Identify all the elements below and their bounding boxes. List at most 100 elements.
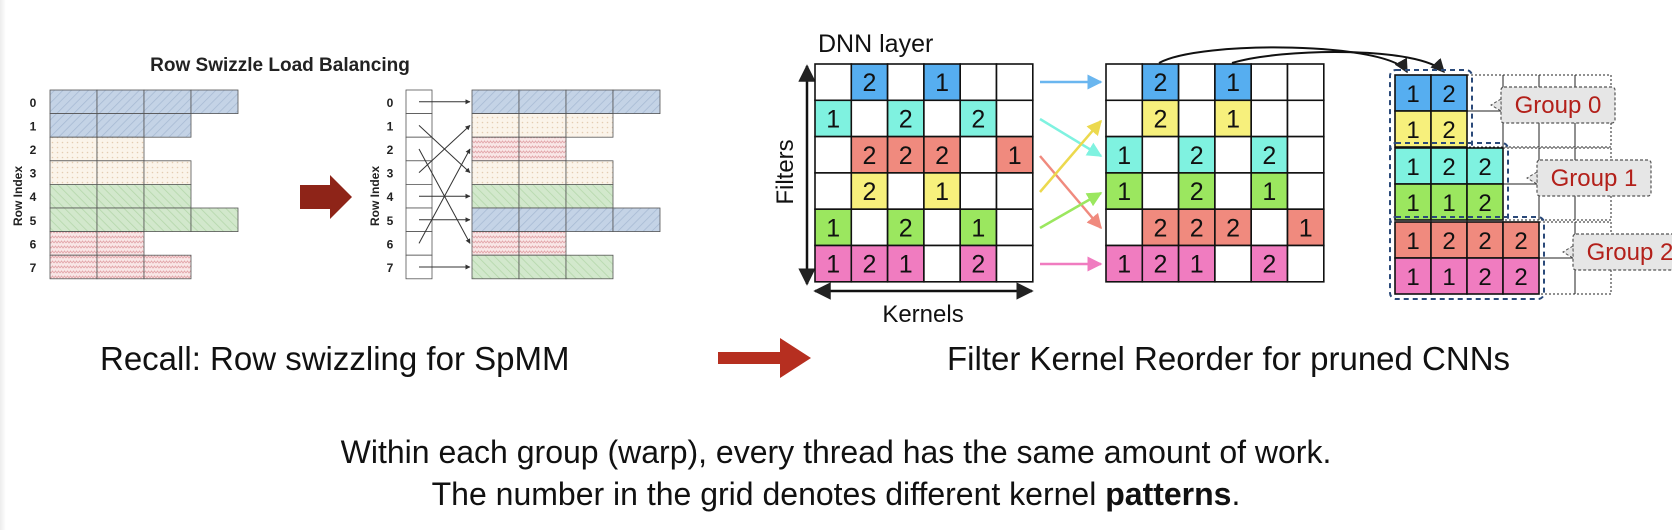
group-pattern-number: 1 <box>1406 154 1419 181</box>
pattern-number: 2 <box>1190 142 1204 170</box>
nnz-cell <box>518 89 567 115</box>
nnz-cell <box>471 113 520 138</box>
matrix-cell <box>1105 99 1144 138</box>
nnz-cell <box>143 113 192 138</box>
nnz-cell <box>143 160 192 185</box>
group-label-box <box>1536 159 1652 197</box>
pattern-number: 1 <box>935 69 949 97</box>
pattern-number: 1 <box>1226 105 1240 133</box>
nnz-cell <box>518 231 567 256</box>
row-index-label: 6 <box>30 237 37 251</box>
group-label-pointer <box>1526 171 1538 185</box>
group-label-pointer <box>1562 245 1574 259</box>
matrix-cell <box>850 135 889 174</box>
nnz-cell <box>96 136 145 162</box>
nnz-cell <box>96 231 145 256</box>
left-caption: Recall: Row swizzling for SpMM <box>100 340 570 377</box>
pattern-number: 1 <box>971 214 985 242</box>
dnn-layer-title: DNN layer <box>818 30 933 58</box>
right-caption: Filter Kernel Reorder for pruned CNNs <box>947 340 1511 377</box>
filters-axis-label: Filters <box>772 139 799 204</box>
group-cell <box>1466 183 1504 221</box>
row-index-axis-label-right: Row Index <box>368 166 382 226</box>
group-pattern-number: 2 <box>1478 264 1491 291</box>
nnz-cell <box>471 136 520 162</box>
group-pattern-number: 2 <box>1514 264 1527 291</box>
pattern-number: 1 <box>1299 214 1313 242</box>
group-label: Group 2 <box>1587 239 1672 266</box>
matrix-cell <box>1214 135 1253 174</box>
matrix-cell <box>886 99 925 138</box>
pattern-number: 2 <box>1153 69 1167 97</box>
explanation-line-2: The number in the grid denotes different… <box>0 476 1672 513</box>
transform-arrow-large <box>718 338 811 378</box>
matrix-cell <box>1250 99 1289 138</box>
nnz-cell <box>143 207 192 233</box>
pattern-number: 2 <box>971 251 985 279</box>
pattern-number: 2 <box>1262 251 1276 279</box>
group-pattern-number: 2 <box>1514 228 1527 255</box>
nnz-cell <box>96 254 145 280</box>
matrix-cell <box>995 172 1034 210</box>
matrix-cell <box>959 99 998 138</box>
matrix-cell <box>850 244 889 283</box>
matrix-cell <box>850 99 889 138</box>
group-cell <box>1430 110 1468 148</box>
pattern-number: 2 <box>862 69 876 97</box>
matrix-cell <box>814 63 853 102</box>
nnz-cell <box>471 231 520 256</box>
nnz-cell <box>565 183 614 209</box>
transform-arrow-small <box>300 175 352 219</box>
explanation-line-2-text: The number in the grid denotes different… <box>431 476 1106 512</box>
group-pattern-number: 2 <box>1442 228 1455 255</box>
matrix-cell <box>995 99 1034 138</box>
matrix-cell <box>1177 244 1216 283</box>
pattern-number: 2 <box>899 142 913 170</box>
matrix-cell <box>886 208 925 247</box>
pattern-number: 2 <box>1226 214 1240 242</box>
matrix-cell <box>1286 244 1325 283</box>
matrix-cell <box>1141 244 1180 283</box>
nnz-cell <box>49 89 98 115</box>
nnz-cell <box>143 183 192 209</box>
nnz-cell <box>518 207 567 233</box>
matrix-cell <box>814 135 853 174</box>
nnz-cell <box>518 160 567 185</box>
nnz-cell <box>49 207 98 233</box>
row-swizzle-title: Row Swizzle Load Balancing <box>150 55 410 76</box>
nnz-cell <box>565 113 614 138</box>
group-pattern-number: 1 <box>1406 228 1419 255</box>
group-cell <box>1394 183 1432 221</box>
matrix-cell <box>923 172 962 210</box>
group-cell <box>1502 257 1540 295</box>
pattern-number: 1 <box>1226 69 1240 97</box>
matrix-cell <box>814 244 853 283</box>
explanation-line-2-end: . <box>1231 476 1241 512</box>
reorder-arrows <box>1039 74 1103 272</box>
pattern-number: 2 <box>1262 142 1276 170</box>
pattern-number: 1 <box>1262 178 1276 206</box>
nnz-cell <box>612 89 661 115</box>
pattern-number: 1 <box>826 251 840 279</box>
matrix-cell <box>1286 99 1325 138</box>
row-index-label: 0 <box>387 96 394 110</box>
pattern-number: 2 <box>862 251 876 279</box>
row-index-label: 1 <box>387 119 394 133</box>
nnz-cell <box>49 254 98 280</box>
row-index-label: 7 <box>30 261 37 275</box>
matrix-cell <box>959 172 998 210</box>
matrix-cell <box>1105 208 1144 247</box>
nnz-cell <box>518 136 567 162</box>
matrix-cell <box>1214 208 1253 247</box>
group-pattern-number: 2 <box>1442 154 1455 181</box>
matrix-cell <box>959 135 998 174</box>
nnz-cell <box>96 183 145 209</box>
row-swizzle-permutation <box>405 89 471 280</box>
matrix-cell <box>1250 208 1289 247</box>
pattern-number: 2 <box>935 142 949 170</box>
pattern-number: 2 <box>1153 214 1167 242</box>
nnz-cell <box>143 89 192 115</box>
nnz-cell <box>518 254 567 280</box>
pattern-number: 1 <box>1008 142 1022 170</box>
